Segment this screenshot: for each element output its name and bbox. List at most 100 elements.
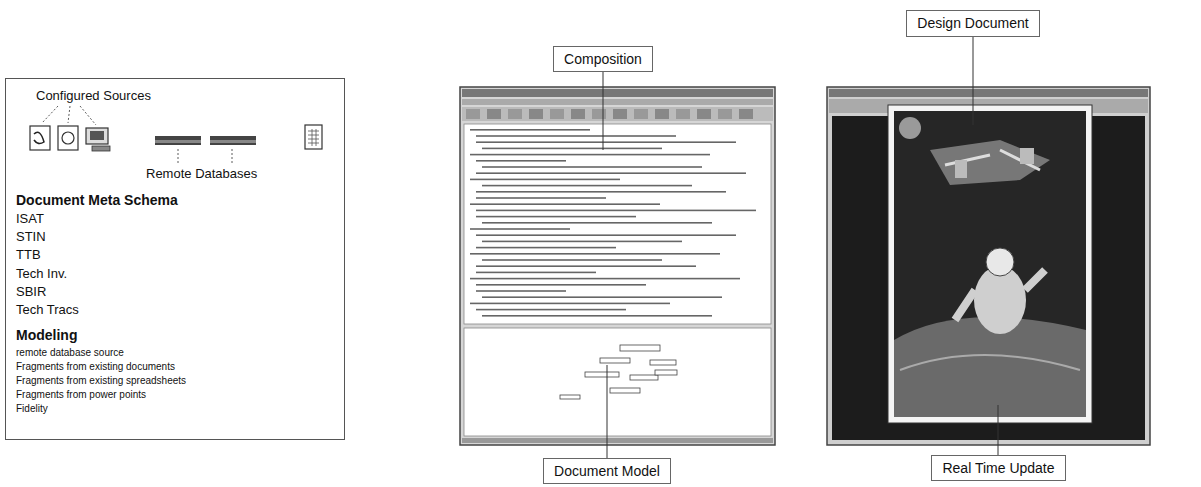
list-item: Tech Tracs — [16, 303, 79, 318]
status-bar — [462, 438, 773, 443]
sheet-grid — [308, 129, 319, 146]
text-line — [476, 191, 726, 193]
tool-button — [571, 109, 585, 119]
poster-image — [894, 111, 1086, 417]
list-item: remote database source — [16, 347, 124, 359]
text-line — [476, 309, 626, 311]
list-item: Fragments from existing spreadsheets — [16, 375, 186, 387]
callout-label: Real Time Update — [942, 460, 1054, 476]
database-bar — [155, 136, 201, 145]
tool-button — [613, 109, 627, 119]
station — [930, 140, 1050, 185]
pdf-mark — [34, 132, 44, 143]
text-line — [470, 129, 590, 131]
callout-label: Design Document — [917, 15, 1028, 31]
text-line — [476, 210, 756, 212]
text-line — [476, 272, 596, 274]
text-line — [476, 247, 616, 249]
text-line — [476, 265, 696, 267]
list-item: Fragments from power points — [16, 389, 146, 401]
tool-button — [508, 109, 522, 119]
text-line — [476, 284, 646, 286]
text-line — [476, 216, 636, 218]
tool-button — [718, 109, 732, 119]
tool-button — [466, 109, 480, 119]
model-box — [630, 375, 658, 380]
callout-box: Design Document — [906, 10, 1040, 37]
leader-line — [603, 72, 604, 150]
text-line — [470, 278, 740, 280]
callout-box: Real Time Update — [931, 455, 1066, 481]
tool-button — [739, 109, 753, 119]
model-box — [560, 395, 580, 399]
tool-button — [529, 109, 543, 119]
window-frame — [460, 87, 775, 445]
text-line — [470, 253, 720, 255]
tool-button — [487, 109, 501, 119]
source-panel: Configured SourcesRemote DatabasesDocume… — [5, 78, 345, 440]
model-box — [585, 372, 619, 377]
leader-line — [607, 365, 608, 458]
pc-base — [92, 146, 110, 151]
leader-line — [973, 37, 974, 125]
database-bar-shade — [155, 140, 201, 143]
tool-button — [592, 109, 606, 119]
text-line — [482, 148, 662, 150]
text-line — [470, 203, 660, 205]
pdf-icon — [30, 126, 50, 150]
section-heading: Modeling — [16, 327, 77, 343]
text-line — [470, 228, 570, 230]
text-line — [476, 234, 736, 236]
text-line — [476, 160, 566, 162]
text-line — [482, 241, 682, 243]
model-box — [620, 345, 660, 351]
callout-box: Document Model — [543, 458, 671, 484]
tool-button — [676, 109, 690, 119]
source-icons — [30, 106, 322, 163]
text-line — [482, 296, 722, 298]
list-item: SBIR — [16, 285, 46, 300]
callout-label: Composition — [564, 51, 642, 67]
leader-line — [178, 148, 232, 163]
leader-line — [42, 106, 96, 125]
doc-icon — [58, 126, 78, 150]
pc-screen — [90, 131, 104, 140]
composition-screenshot — [460, 87, 775, 445]
text-line — [482, 315, 712, 317]
model-pane — [464, 328, 771, 436]
station-module — [1020, 148, 1034, 164]
list-item: ISAT — [16, 212, 44, 227]
window-frame — [827, 87, 1150, 445]
pc-icon — [86, 128, 108, 144]
model-box — [650, 360, 676, 365]
astronaut-arms — [955, 270, 1045, 320]
leader-line — [998, 405, 999, 455]
model-box — [610, 388, 640, 393]
tool-button — [550, 109, 564, 119]
document-pane — [464, 124, 771, 324]
text-line — [476, 197, 606, 199]
text-line — [476, 135, 676, 137]
list-item: Tech Inv. — [16, 267, 67, 282]
tool-bar — [462, 107, 773, 121]
text-line — [476, 290, 566, 292]
text-line — [482, 222, 712, 224]
tool-button — [697, 109, 711, 119]
list-item: Configured Sources — [36, 89, 151, 104]
earth — [894, 317, 1086, 417]
text-line — [482, 259, 662, 261]
list-item: TTB — [16, 248, 41, 263]
list-item: Fragments from existing documents — [16, 361, 175, 373]
callout-label: Document Model — [554, 463, 660, 479]
menu-bar — [462, 99, 773, 105]
tool-button — [655, 109, 669, 119]
text-line — [476, 141, 736, 143]
doc-mark — [62, 132, 74, 144]
model-box — [600, 358, 630, 363]
text-line — [470, 179, 620, 181]
canvas-pane — [832, 116, 1145, 440]
moon — [899, 117, 921, 139]
list-item: Remote Databases — [146, 167, 257, 182]
